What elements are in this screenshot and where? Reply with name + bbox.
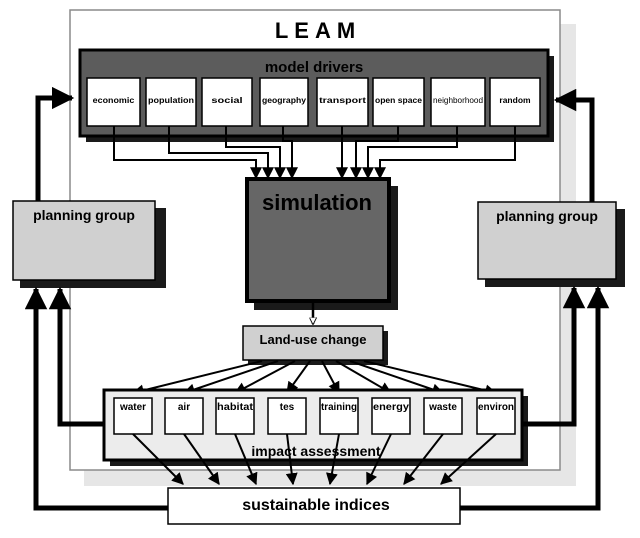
impact-label: water [119, 402, 146, 413]
feedback-arrows [24, 86, 610, 511]
impact-energy: energy [371, 397, 411, 435]
driver-economic: economic [86, 77, 141, 127]
driver-label: neighborhood [433, 96, 483, 105]
drop-arrow [366, 433, 392, 486]
drop-arrow [183, 433, 220, 485]
driver-boxes: economic population social geography transpo… [86, 77, 541, 127]
driver-geography: geography [259, 77, 309, 127]
driver-population: population [145, 77, 197, 127]
land-use-change-box: Land-use change [242, 325, 388, 365]
planning-group-left-label: planning group [33, 207, 135, 223]
impact-label: environ [478, 402, 514, 413]
planning-group-right-label: planning group [496, 208, 598, 224]
planning-group-left: planning group [12, 200, 166, 288]
simulation-box: simulation [245, 177, 398, 310]
impact-air: air [164, 397, 204, 435]
simulation-label: simulation [262, 190, 372, 215]
fan-arrow [131, 360, 263, 397]
land-use-fan-arrows [131, 360, 498, 397]
impact-label: tes [280, 402, 295, 413]
driver-open-space: open space [372, 77, 425, 127]
fan-arrow [349, 360, 445, 396]
impact-habitat: habitat [215, 397, 255, 435]
driver-label: economic [93, 96, 135, 105]
impact-assessment-label: impact assessment [251, 443, 381, 459]
sustainable-indices-box: sustainable indices [167, 487, 461, 525]
impact-water: water [113, 397, 153, 435]
drop-arrow [326, 433, 340, 486]
driver-label: open space [375, 96, 423, 105]
impact-training: training [319, 397, 359, 435]
driver-label: transport [319, 96, 366, 105]
sustainable-indices-label: sustainable indices [242, 497, 390, 514]
impact-environ: environ [476, 397, 516, 435]
driver-label: population [148, 96, 194, 105]
fan-arrow [321, 360, 340, 395]
driver-label: social [211, 96, 242, 105]
fan-arrow [286, 360, 311, 394]
impact-label: energy [373, 402, 409, 413]
driver-transport: transport [316, 77, 369, 127]
impact-tes: tes [267, 397, 307, 435]
driver-neighborhood: neighborhood [430, 77, 486, 127]
land-use-change-label: Land-use change [260, 332, 367, 347]
driver-label: geography [262, 96, 307, 105]
drop-arrow [132, 433, 184, 485]
driver-social: social [201, 77, 253, 127]
drop-arrow [234, 433, 258, 486]
driver-connectors [113, 126, 516, 180]
drop-arrow [285, 433, 298, 486]
drop-arrow [403, 433, 444, 485]
fan-arrow [182, 360, 279, 396]
fan-arrow [335, 360, 393, 394]
impact-waste: waste [423, 397, 463, 435]
driver-label: random [499, 96, 530, 105]
impact-label: habitat [217, 402, 254, 413]
impact-to-indices-arrows [132, 433, 497, 486]
model-drivers-label: model drivers [265, 59, 363, 76]
impact-label: air [178, 402, 190, 413]
impact-label: waste [428, 402, 457, 413]
diagram-title: LEAM [275, 18, 361, 43]
drop-arrow [440, 433, 497, 485]
driver-random: random [489, 77, 541, 127]
planning-group-right: planning group [477, 201, 625, 287]
impact-label: training [321, 402, 357, 413]
fan-arrow [363, 360, 498, 397]
fan-arrow [233, 360, 296, 394]
